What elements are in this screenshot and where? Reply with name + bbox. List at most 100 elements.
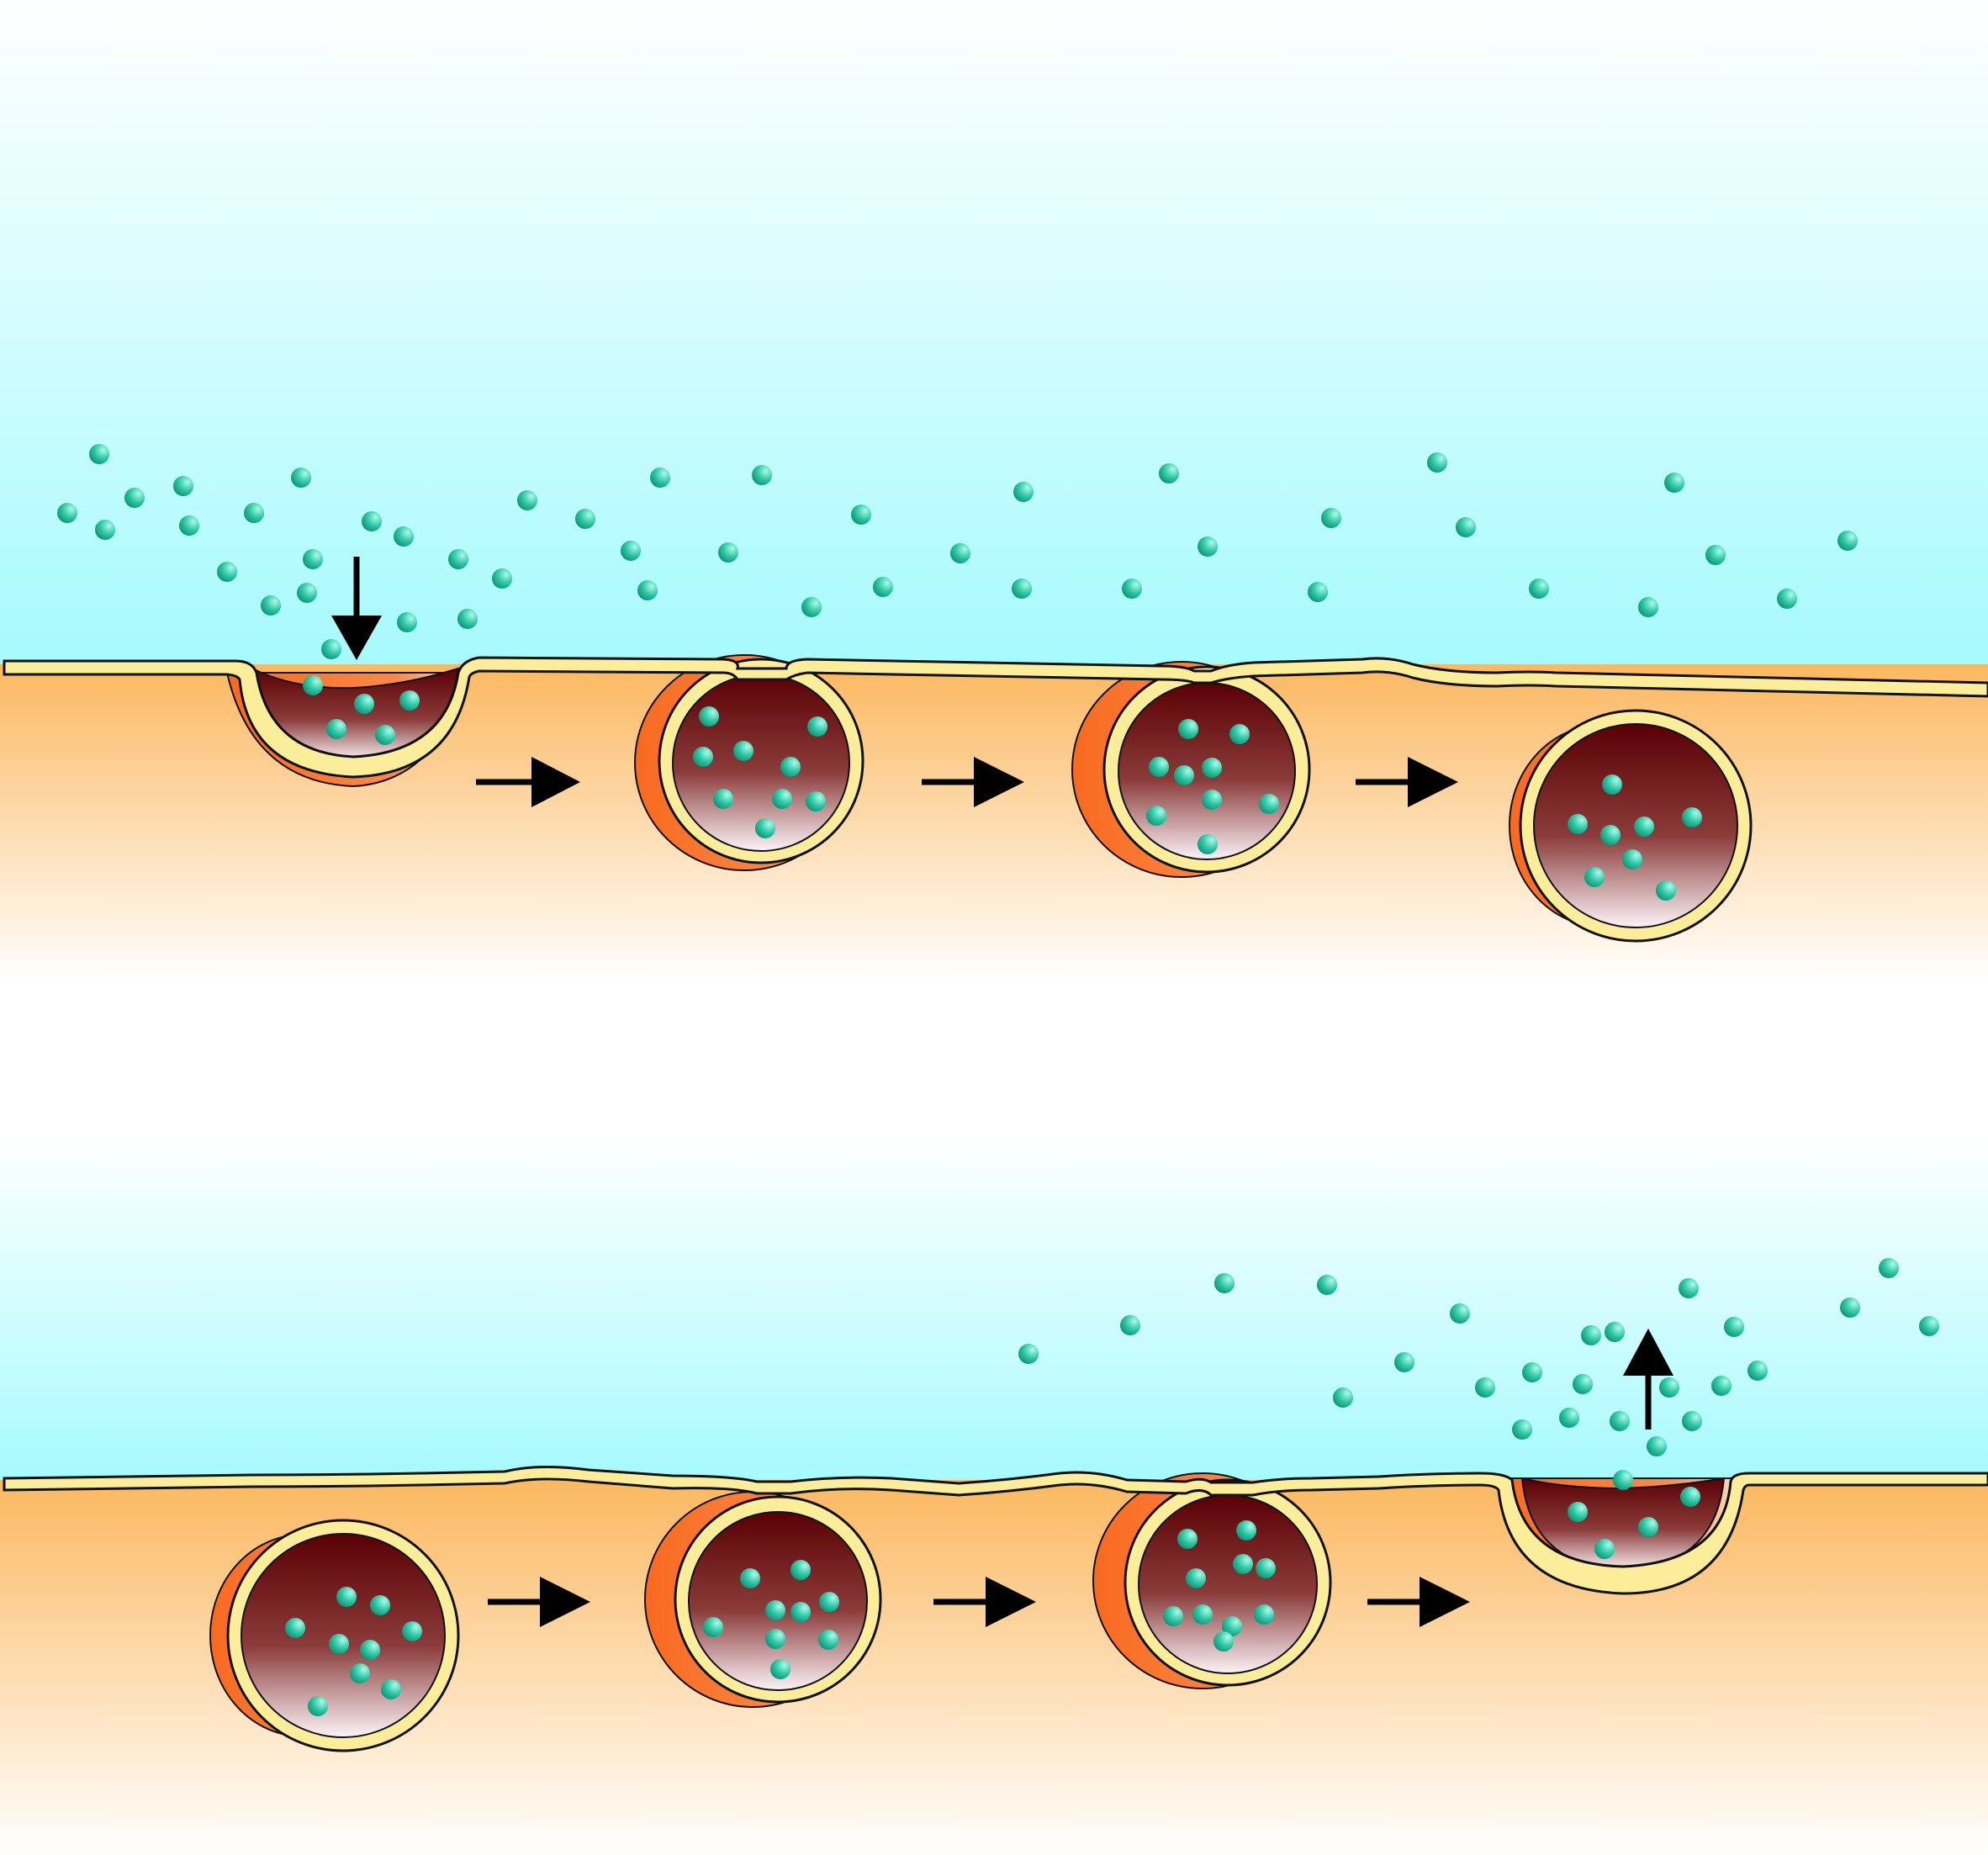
particle [1837, 531, 1858, 551]
step-arrow-6 [1367, 1577, 1470, 1627]
pinching-vesicle [634, 654, 864, 871]
particle [291, 468, 311, 488]
particle [1610, 1411, 1630, 1431]
particle [1634, 817, 1654, 837]
release-up-arrow [1623, 1329, 1673, 1430]
particle [492, 568, 512, 589]
free-vesicle [1509, 709, 1753, 943]
particle [1682, 807, 1702, 827]
particle [818, 1630, 838, 1650]
particle [1584, 867, 1605, 887]
particle [1120, 1315, 1140, 1335]
particle [381, 1679, 401, 1699]
particle [1122, 579, 1142, 599]
particle [699, 706, 719, 727]
particle [621, 541, 641, 561]
particle [1159, 463, 1179, 484]
particle [765, 1629, 785, 1649]
particle [1163, 1606, 1183, 1626]
particle [1682, 1411, 1702, 1431]
particle [703, 1617, 723, 1637]
particle [1198, 834, 1218, 854]
particle [321, 639, 341, 659]
particle [1456, 517, 1476, 537]
particle [308, 1696, 328, 1716]
particle [448, 549, 468, 569]
particle [1647, 1436, 1667, 1456]
particle [770, 1659, 790, 1679]
particle [772, 789, 792, 809]
particle [350, 1663, 370, 1683]
particle [790, 1560, 811, 1580]
particle [1013, 482, 1034, 502]
particle [1705, 545, 1726, 565]
particle [1679, 1278, 1699, 1298]
particle [95, 520, 115, 540]
particle [397, 612, 417, 632]
particle [1174, 765, 1194, 785]
particle [1605, 1322, 1625, 1342]
particle [399, 690, 420, 711]
particle [1594, 1539, 1615, 1559]
extracellular-space-top [0, 0, 1988, 664]
particle [354, 694, 374, 714]
particles-layer [57, 444, 1939, 1716]
particle [303, 675, 323, 695]
particle [1879, 1258, 1899, 1278]
particle [1638, 597, 1658, 617]
particle [402, 1621, 422, 1641]
particle [752, 465, 772, 485]
particle [807, 716, 827, 737]
step-arrow-1 [476, 757, 580, 807]
particle [89, 444, 109, 464]
particle [360, 1640, 380, 1660]
particle [1018, 1344, 1039, 1364]
particle [806, 791, 826, 811]
particle [801, 597, 822, 617]
particle [1450, 1303, 1470, 1324]
particle [740, 1568, 760, 1588]
particle [1213, 1631, 1234, 1652]
particle [1321, 508, 1341, 528]
particle [637, 580, 658, 600]
particle [1680, 1487, 1700, 1507]
particle [733, 741, 753, 761]
particle [1259, 794, 1279, 814]
particle [1522, 1362, 1542, 1382]
particle [1747, 1361, 1768, 1381]
particle [244, 503, 264, 523]
plasma-membrane-top [3, 656, 1988, 779]
particle [124, 488, 145, 508]
particle [394, 526, 414, 547]
particle [370, 1595, 390, 1615]
particle [950, 543, 970, 563]
particle [1192, 1604, 1213, 1625]
particle [457, 609, 478, 629]
particle [1512, 1419, 1532, 1440]
particle [1638, 1517, 1658, 1537]
particle [1149, 757, 1169, 777]
particle [575, 509, 595, 529]
particle [57, 503, 77, 523]
particle [362, 511, 382, 531]
particle [261, 595, 281, 616]
particle [1622, 849, 1642, 869]
particle [517, 490, 537, 510]
step-arrow-5 [933, 1577, 1036, 1627]
particle [819, 1592, 839, 1612]
particle [851, 505, 871, 525]
particle [1602, 774, 1622, 795]
particle [1427, 452, 1447, 473]
uptake-down-arrow [331, 557, 382, 660]
particle [1919, 1316, 1939, 1336]
particle [1573, 1374, 1593, 1394]
particle [1656, 880, 1676, 901]
particle [1475, 1377, 1495, 1398]
extracellular-space-bottom [0, 1135, 1988, 1480]
particle [1214, 1273, 1235, 1293]
plasma-membrane-bottom [3, 1465, 1988, 1595]
particle [329, 1634, 349, 1654]
particle [1308, 582, 1328, 602]
